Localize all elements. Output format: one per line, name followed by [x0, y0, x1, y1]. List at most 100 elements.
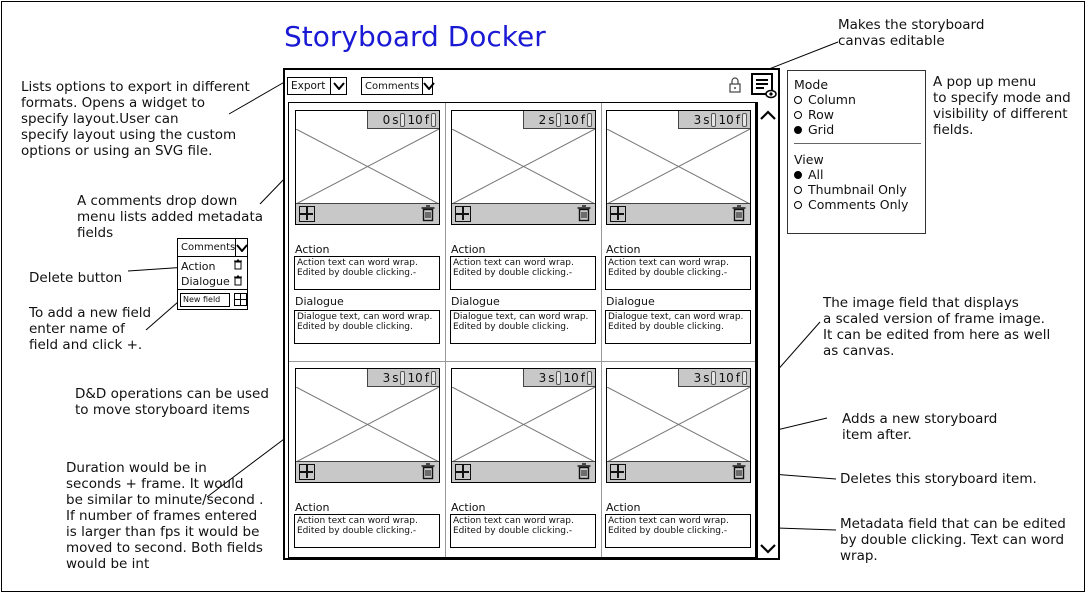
duration-seconds[interactable]: 3 [693, 370, 702, 385]
list-item[interactable]: Dialogue [178, 274, 247, 290]
duration-frames[interactable]: 10 [718, 370, 734, 385]
radio-button[interactable] [794, 95, 802, 104]
duration-frames[interactable]: 10 [407, 370, 423, 385]
comments-dropdown-header[interactable]: Comments [178, 238, 248, 257]
action-field[interactable]: Action text can word wrap.Edited by doub… [605, 256, 751, 290]
duration-seconds[interactable]: 3 [693, 112, 702, 127]
column-divider [601, 103, 602, 557]
dialogue-field[interactable]: Dialogue text, can word wrap.Edited by d… [450, 310, 596, 344]
chevron-down-icon [330, 78, 346, 94]
frames-spinner[interactable] [587, 370, 592, 385]
comments-dropdown[interactable]: Comments [361, 77, 435, 95]
trash-icon[interactable] [732, 463, 746, 484]
mode-option-column[interactable]: Column [794, 92, 856, 107]
trash-icon[interactable] [421, 463, 435, 484]
radio-button[interactable] [794, 125, 802, 134]
seconds-spinner[interactable] [556, 370, 562, 385]
seconds-spinner[interactable] [711, 112, 717, 127]
chevron-up-icon[interactable] [759, 106, 777, 125]
action-field[interactable]: Action text can word wrap.Edited by doub… [605, 514, 751, 548]
duration-seconds[interactable]: 3 [382, 370, 391, 385]
action-field[interactable]: Action text can word wrap.Edited by doub… [294, 256, 440, 290]
image-placeholder[interactable] [452, 387, 595, 462]
duration-seconds[interactable]: 3 [538, 370, 547, 385]
duration-frames[interactable]: 10 [563, 112, 579, 127]
dialogue-label: Dialogue [295, 295, 344, 308]
note-delete-button: Delete button [29, 270, 123, 286]
dialogue-field[interactable]: Dialogue text, can word wrap.Edited by d… [605, 310, 751, 344]
connector-export [228, 79, 289, 115]
frames-spinner[interactable] [742, 112, 747, 127]
action-field[interactable]: Action text can word wrap.Edited by doub… [294, 514, 440, 548]
radio-button[interactable] [794, 170, 802, 179]
add-item-button[interactable] [455, 206, 471, 222]
image-placeholder[interactable] [607, 387, 750, 462]
image-placeholder[interactable] [296, 387, 439, 462]
action-label: Action [451, 501, 486, 514]
trash-icon[interactable] [233, 259, 247, 273]
frames-spinner[interactable] [742, 370, 747, 385]
duration-seconds-unit: s [548, 112, 555, 127]
trash-icon[interactable] [577, 205, 591, 226]
add-field-button[interactable] [234, 293, 247, 306]
add-item-button[interactable] [299, 464, 315, 480]
list-item[interactable]: Action [178, 259, 247, 273]
view-option-all[interactable]: All [794, 167, 824, 182]
seconds-spinner[interactable] [711, 370, 717, 385]
image-placeholder[interactable] [452, 129, 595, 204]
seconds-spinner[interactable] [556, 112, 562, 127]
add-item-button[interactable] [455, 464, 471, 480]
mode-option-row[interactable]: Row [794, 107, 834, 122]
mode-heading: Mode [794, 77, 829, 92]
view-option-comments-only[interactable]: Comments Only [794, 197, 908, 212]
dialogue-field[interactable]: Dialogue text, can word wrap.Edited by d… [294, 310, 440, 344]
trash-icon[interactable] [732, 205, 746, 226]
lock-icon[interactable] [729, 77, 741, 97]
view-option-thumbnail-only[interactable]: Thumbnail Only [794, 182, 907, 197]
action-label: Action [606, 501, 641, 514]
image-placeholder[interactable] [296, 129, 439, 204]
view-options-icon[interactable] [751, 73, 777, 103]
radio-button[interactable] [794, 110, 802, 119]
add-item-button[interactable] [610, 464, 626, 480]
trash-icon[interactable] [233, 275, 247, 289]
add-item-button[interactable] [610, 206, 626, 222]
radio-button[interactable] [794, 200, 802, 209]
frames-spinner[interactable] [587, 112, 592, 127]
trash-icon[interactable] [577, 463, 591, 484]
chevron-down-icon[interactable] [759, 540, 777, 559]
duration-frames[interactable]: 10 [563, 370, 579, 385]
duration-frames[interactable]: 10 [718, 112, 734, 127]
trash-icon[interactable] [421, 205, 435, 226]
image-placeholder[interactable] [607, 129, 750, 204]
duration-seconds[interactable]: 2 [538, 112, 547, 127]
export-dropdown[interactable]: Export [287, 77, 347, 95]
frames-spinner[interactable] [431, 370, 436, 385]
duration-seconds[interactable]: 0 [382, 112, 391, 127]
radio-button[interactable] [794, 185, 802, 194]
seconds-spinner[interactable] [400, 112, 406, 127]
mode-option-grid[interactable]: Grid [794, 122, 834, 137]
scrollbar[interactable] [756, 102, 778, 558]
action-field[interactable]: Action text can word wrap.Edited by doub… [450, 514, 596, 548]
new-field-input[interactable]: New field [180, 293, 230, 307]
seconds-spinner[interactable] [400, 370, 406, 385]
action-field[interactable]: Action text can word wrap.Edited by doub… [450, 256, 596, 290]
duration-frames[interactable]: 10 [407, 112, 423, 127]
add-item-button[interactable] [299, 206, 315, 222]
frames-spinner[interactable] [431, 112, 436, 127]
